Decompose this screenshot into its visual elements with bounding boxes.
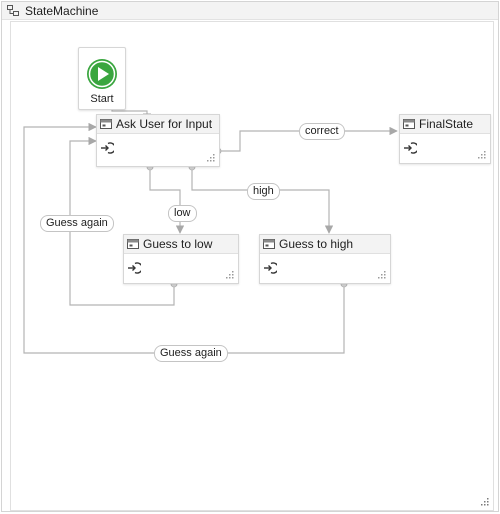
state-title: Guess to low [143, 237, 213, 251]
state-ask-user-for-input[interactable]: Ask User for Input [96, 114, 220, 167]
state-header: Guess to low [124, 235, 238, 254]
wire-ask-to-high [191, 167, 334, 234]
state-guess-to-high[interactable]: Guess to high [259, 234, 391, 284]
canvas-resize-grip-icon[interactable] [481, 498, 489, 506]
start-node[interactable]: Start [78, 47, 126, 110]
state-icon [263, 239, 275, 249]
resize-grip-icon[interactable] [226, 271, 234, 279]
transition-label-correct[interactable]: correct [299, 123, 345, 140]
designer-title-bar: StateMachine [2, 2, 498, 20]
wire-high-to-ask [23, 122, 345, 354]
state-title: Guess to high [279, 237, 354, 251]
state-header: Guess to high [260, 235, 390, 254]
wire-ask-to-low [149, 167, 185, 234]
resize-grip-icon[interactable] [478, 151, 486, 159]
resize-grip-icon[interactable] [207, 154, 215, 162]
transition-label-high[interactable]: high [247, 183, 280, 200]
entry-icon [128, 262, 141, 274]
state-icon [100, 119, 112, 129]
designer-title: StateMachine [25, 4, 99, 18]
state-title: FinalState [419, 117, 474, 131]
state-header: Ask User for Input [97, 115, 219, 134]
state-guess-to-low[interactable]: Guess to low [123, 234, 239, 284]
play-icon [87, 59, 117, 89]
state-machine-icon [7, 5, 19, 16]
wire-low-to-ask [69, 136, 175, 306]
resize-grip-icon[interactable] [378, 271, 386, 279]
state-icon [403, 119, 415, 129]
entry-icon [404, 142, 417, 154]
state-icon [127, 239, 139, 249]
state-final-state[interactable]: FinalState [399, 114, 491, 164]
state-header: FinalState [400, 115, 490, 134]
transition-label-guess-again-left[interactable]: Guess again [40, 215, 114, 232]
start-label: Start [90, 93, 114, 105]
entry-icon [101, 142, 114, 154]
entry-icon [264, 262, 277, 274]
transition-label-guess-again-bottom[interactable]: Guess again [154, 345, 228, 362]
transition-label-low[interactable]: low [168, 205, 197, 222]
state-machine-canvas[interactable]: Start Ask User for Input [10, 21, 494, 511]
state-title: Ask User for Input [116, 117, 213, 131]
